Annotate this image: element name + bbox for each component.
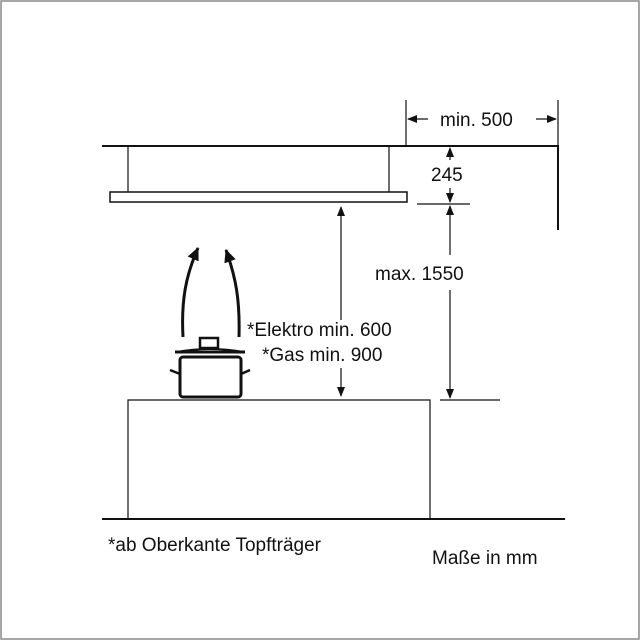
label-elektro: *Elektro min. 600 xyxy=(247,320,392,341)
steam-arrow-left-icon xyxy=(181,247,200,338)
label-min-500: min. 500 xyxy=(440,110,513,131)
label-245: 245 xyxy=(431,165,463,186)
ceiling-line xyxy=(102,145,559,230)
steam-arrow-right-icon xyxy=(224,249,241,338)
base-cabinet xyxy=(127,399,431,518)
footnote: *ab Oberkante Topfträger xyxy=(108,535,322,556)
label-max-1550: max. 1550 xyxy=(375,264,464,285)
pot-icon xyxy=(169,336,251,399)
cooker-hood xyxy=(109,146,408,203)
units-note: Maße in mm xyxy=(432,548,538,569)
label-gas: *Gas min. 900 xyxy=(262,345,382,366)
